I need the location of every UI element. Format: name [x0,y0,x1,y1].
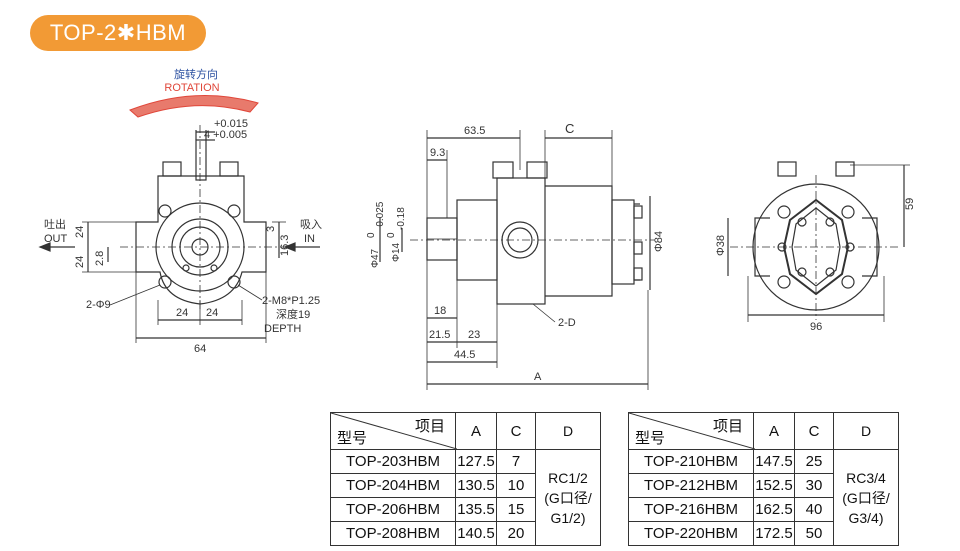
cell-model: TOP-204HBM [330,473,456,498]
table-row: TOP-220HBM 172.5 50 [628,521,899,546]
dim-18: 18 [434,305,446,317]
cell-a: 127.5 [455,449,497,474]
cell-model: TOP-210HBM [628,449,754,474]
header-a: A [753,412,795,450]
header-a: A [455,412,497,450]
header-c: C [794,412,834,450]
depth-label-en: DEPTH [264,323,301,335]
header-item: 项目 [712,418,743,435]
dim-21-5: 21.5 [429,329,450,341]
d-line-3: G1/2) [550,509,586,526]
header-model: 型号 [337,430,368,447]
dim-9-3: 9.3 [430,147,445,159]
table-row: TOP-203HBM 127.5 7 RC1/2 (G口径/ G1/2) [330,449,601,546]
dia-84: Φ84 [653,231,665,252]
tap-label: 2-M8*P1.25 [262,295,320,307]
depth-label-cn: 深度19 [276,307,310,321]
tolerance-lower: 4 +0.005 [204,129,247,141]
cell-model: TOP-208HBM [330,521,456,546]
cell-c: 40 [794,497,834,522]
header-d: D [535,412,601,450]
header-d: D [833,412,899,450]
tol-m018: -0.18 [396,207,407,230]
d-line-2: (G口径/ [544,489,592,506]
port-label: 2-D [558,317,576,329]
dim-96: 96 [810,321,822,333]
table-header-diag: 项目 型号 [628,412,755,450]
rear-view [727,161,910,322]
cell-a: 140.5 [455,521,497,546]
header-model: 型号 [635,430,666,447]
cell-a: 147.5 [753,449,795,474]
cell-model: TOP-216HBM [628,497,754,522]
dim-2-8: 2.8 [94,251,106,266]
side-view [379,130,655,390]
spec-table-right: 项目 型号 A C D TOP-210HBM 147.5 25 RC3/4 (G… [628,412,899,546]
header-item: 项目 [414,418,445,435]
table-row: TOP-208HBM 140.5 20 [330,521,601,546]
in-label-cn: 吸入 [300,219,322,231]
dim-44-5: 44.5 [454,349,475,361]
d-line-1: RC3/4 [846,469,886,486]
cell-model: TOP-212HBM [628,473,754,498]
dim-24-left: 24 [74,226,86,238]
cell-d: RC1/2 (G口径/ G1/2) [535,449,601,546]
d-line-2: (G口径/ [842,489,890,506]
dim-a: A [534,371,542,383]
out-label-cn: 吐出 [44,217,66,231]
table-header-diag: 项目 型号 [330,412,457,450]
cell-a: 135.5 [455,497,497,522]
cell-model: TOP-220HBM [628,521,754,546]
header-c: C [496,412,536,450]
cell-a: 130.5 [455,473,497,498]
dim-64: 64 [194,343,206,355]
d-line-3: G3/4) [848,509,884,526]
dia-38: Φ38 [715,235,727,256]
dim-c: C [565,121,574,136]
cell-c: 20 [496,521,536,546]
cell-c: 30 [794,473,834,498]
cell-model: TOP-203HBM [330,449,456,474]
cell-c: 50 [794,521,834,546]
cell-c: 7 [496,449,536,474]
cell-model: TOP-206HBM [330,497,456,522]
spec-table-left: 项目 型号 A C D TOP-203HBM 127.5 7 RC1/2 (G口… [330,412,601,546]
cell-a: 152.5 [753,473,795,498]
dim-23: 23 [468,329,480,341]
d-line-1: RC1/2 [548,469,588,486]
dim-24-lower: 24 [74,256,86,268]
cell-a: 172.5 [753,521,795,546]
dim-3: 3 [265,226,277,232]
model-title-badge: TOP-2✱HBM [30,15,206,51]
rotation-label-en: ROTATION [164,82,219,94]
dim-59: 59 [904,198,916,210]
table-row: TOP-210HBM 147.5 25 RC3/4 (G口径/ G3/4) [628,449,899,546]
cell-c: 25 [794,449,834,474]
cell-a: 162.5 [753,497,795,522]
rotation-label-cn: 旋转方向 [174,67,218,81]
dim-24-a: 24 [176,307,188,319]
tol-0: 0 [366,232,377,238]
front-view [38,94,320,343]
table-row: TOP-216HBM 162.5 40 [628,497,899,522]
cell-c: 10 [496,473,536,498]
dim-24-b: 24 [206,307,218,319]
cell-d: RC3/4 (G口径/ G3/4) [833,449,899,546]
rotation-arrow-icon [129,94,259,118]
tolerance-upper: +0.015 [214,118,248,130]
dim-16-3: 16.3 [279,235,291,256]
hole-label: 2-Φ9 [86,299,111,311]
in-label-en: IN [304,233,315,245]
tol-0b: 0 [386,232,397,238]
dim-63-5: 63.5 [464,125,485,137]
dia-47: Φ47 [370,248,381,268]
shaft-key [195,139,207,181]
out-label-en: OUT [44,233,68,245]
cell-c: 15 [496,497,536,522]
tol-m0025: -0.025 [375,201,386,230]
dia-14: Φ14 [391,242,402,262]
table-row: TOP-204HBM 130.5 10 [330,473,601,498]
